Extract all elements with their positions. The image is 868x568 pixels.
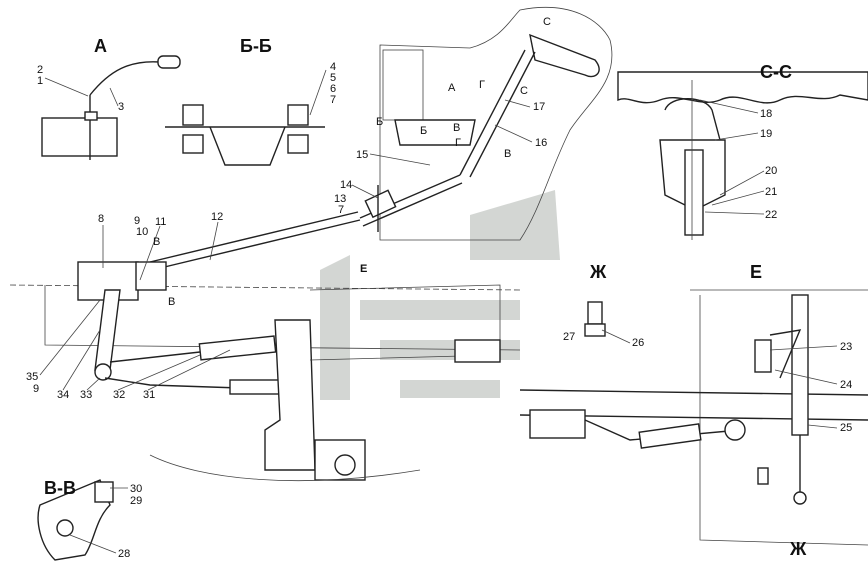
callout-31: 31 [143, 389, 155, 401]
callout-19: 19 [760, 128, 772, 140]
view-a-drawing [41, 55, 181, 160]
marker-c-top: С [543, 16, 551, 28]
callout-9: 9 [134, 215, 140, 227]
callout-9b: 9 [33, 383, 39, 395]
callout-8: 8 [98, 213, 104, 225]
intermediate-shaft-drawing [149, 211, 361, 271]
callout-15: 15 [356, 149, 368, 161]
callout-14: 14 [340, 179, 352, 191]
view-zh-title: Ж [589, 262, 607, 282]
marker-v-top: В [453, 122, 460, 134]
marker-c-bottom: С [520, 85, 528, 97]
marker-b-mid: Б [420, 125, 427, 137]
steering-column-drawing [359, 6, 613, 241]
callout-labels: 2 1 3 4 5 6 7 18 19 20 21 22 17 16 15 14… [26, 61, 852, 560]
section-vv-drawing [37, 479, 114, 561]
callout-20: 20 [765, 165, 777, 177]
callout-1: 1 [37, 75, 43, 87]
marker-v-gear-top: В [153, 236, 160, 248]
section-bb-drawing [165, 104, 325, 166]
marker-e: Е [360, 263, 367, 275]
callout-2: 2 [37, 64, 43, 76]
callout-6: 6 [330, 83, 336, 95]
steering-gear-drawing [9, 261, 521, 482]
marker-g-bottom: Г [455, 137, 461, 149]
callout-26: 26 [632, 337, 644, 349]
view-zh-drawing [584, 301, 606, 337]
callout-33: 33 [80, 389, 92, 401]
section-vv-title: В-В [44, 478, 76, 498]
callout-30: 30 [130, 483, 142, 495]
watermark-logo [320, 190, 560, 400]
callout-12: 12 [211, 211, 223, 223]
callout-32: 32 [113, 389, 125, 401]
marker-b-left: Б [376, 116, 383, 128]
callout-18: 18 [760, 108, 772, 120]
callout-24: 24 [840, 379, 852, 391]
callout-17: 17 [533, 101, 545, 113]
callout-13: 13 [334, 193, 346, 205]
callout-23: 23 [840, 341, 852, 353]
marker-zh: Ж [789, 539, 807, 559]
callout-22: 22 [765, 209, 777, 221]
callout-5: 5 [330, 72, 336, 84]
callout-10: 10 [136, 226, 148, 238]
callout-35: 35 [26, 371, 38, 383]
callout-11: 11 [155, 216, 166, 228]
callout-21: 21 [765, 186, 777, 198]
view-e-drawing [519, 289, 868, 546]
view-e-title: Е [750, 262, 762, 282]
callout-28: 28 [118, 548, 130, 560]
callout-27: 27 [563, 331, 575, 343]
view-a-title: А [94, 36, 107, 56]
marker-v-gear-bottom: В [168, 296, 175, 308]
callout-4: 4 [330, 61, 336, 73]
callout-25: 25 [840, 422, 852, 434]
marker-a: А [448, 82, 456, 94]
marker-v-bottom: В [504, 148, 511, 160]
section-cc-drawing [617, 71, 868, 240]
callout-7b: 7 [338, 204, 344, 216]
section-bb-title: Б-Б [240, 36, 272, 56]
callout-3: 3 [118, 101, 124, 113]
callout-16: 16 [535, 137, 547, 149]
callout-29: 29 [130, 495, 142, 507]
section-markers: С С А Г Б Б В Г В В В Е Ж [153, 16, 807, 559]
callout-34: 34 [57, 389, 69, 401]
marker-g-top: Г [479, 79, 485, 91]
section-cc-title: С-С [760, 62, 792, 82]
callout-7: 7 [330, 94, 336, 106]
leader-lines [39, 69, 838, 554]
